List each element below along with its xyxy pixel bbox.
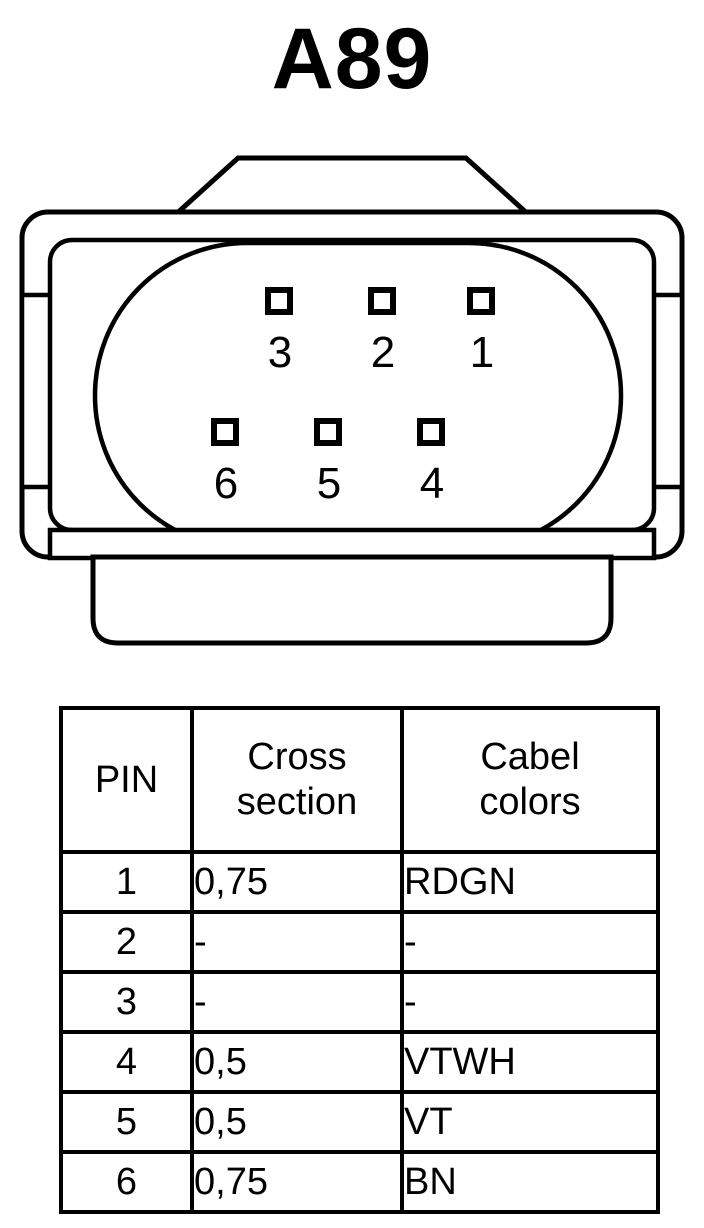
- column-header-cabel-colors: Cabel colors: [400, 706, 660, 854]
- latch-tab: [168, 155, 536, 218]
- cell-cabel-colors: VT: [400, 1090, 660, 1154]
- table-row: 5 0,5 VT: [59, 1090, 660, 1154]
- column-header-cross-section-line2: section: [236, 781, 358, 823]
- connector-diagram: 3 2 1 6 5 4: [0, 140, 704, 660]
- cell-cabel-colors: -: [400, 970, 660, 1034]
- pin-table: PIN Cross section Cabel colors 1 0,75 RD…: [59, 706, 660, 1214]
- column-header-cabel-colors-line1: Cabel: [480, 736, 580, 779]
- pin-socket-5: [314, 418, 342, 446]
- pin-label-1: 1: [470, 328, 494, 377]
- cell-cabel-colors: -: [400, 910, 660, 974]
- cell-pin: 4: [59, 1030, 194, 1094]
- column-header-pin: PIN: [59, 706, 194, 854]
- pin-socket-4: [417, 418, 445, 446]
- cell-cabel-colors: BN: [400, 1150, 660, 1214]
- column-header-cross-section-line1: Cross: [247, 736, 347, 779]
- pin-label-5: 5: [317, 459, 341, 508]
- pin-socket-1: [467, 287, 495, 315]
- cell-cross-section: 0,5: [190, 1030, 404, 1094]
- cell-cross-section: -: [190, 970, 404, 1034]
- cell-pin: 2: [59, 910, 194, 974]
- table-row: 2 - -: [59, 910, 660, 974]
- table-header-row: PIN Cross section Cabel colors: [59, 706, 660, 854]
- cell-cross-section: 0,5: [190, 1090, 404, 1154]
- cell-pin: 6: [59, 1150, 194, 1214]
- cell-cross-section: -: [190, 910, 404, 974]
- pin-label-3: 3: [268, 328, 292, 377]
- cell-cabel-colors: VTWH: [400, 1030, 660, 1094]
- pin-socket-3: [265, 287, 293, 315]
- pin-table-container: PIN Cross section Cabel colors 1 0,75 RD…: [59, 706, 660, 1214]
- column-header-cabel-colors-line2: colors: [479, 781, 581, 823]
- table-row: 1 0,75 RDGN: [59, 850, 660, 914]
- cell-pin: 1: [59, 850, 194, 914]
- connector-svg: 3 2 1 6 5 4: [19, 155, 685, 646]
- cell-cross-section: 0,75: [190, 1150, 404, 1214]
- table-row: 3 - -: [59, 970, 660, 1034]
- bottom-boot: [90, 554, 614, 646]
- connector-face-oval: [92, 240, 624, 551]
- pin-label-4: 4: [420, 459, 444, 508]
- cell-cross-section: 0,75: [190, 850, 404, 914]
- table-row: 6 0,75 BN: [59, 1150, 660, 1214]
- cell-pin: 5: [59, 1090, 194, 1154]
- pin-label-2: 2: [371, 328, 395, 377]
- bottom-skirt: [47, 527, 657, 561]
- pin-socket-6: [211, 418, 239, 446]
- cell-cabel-colors: RDGN: [400, 850, 660, 914]
- column-header-cross-section: Cross section: [190, 706, 404, 854]
- page-title: A89: [271, 11, 433, 107]
- cell-pin: 3: [59, 970, 194, 1034]
- pin-socket-2: [368, 287, 396, 315]
- pin-label-6: 6: [214, 459, 238, 508]
- table-row: 4 0,5 VTWH: [59, 1030, 660, 1094]
